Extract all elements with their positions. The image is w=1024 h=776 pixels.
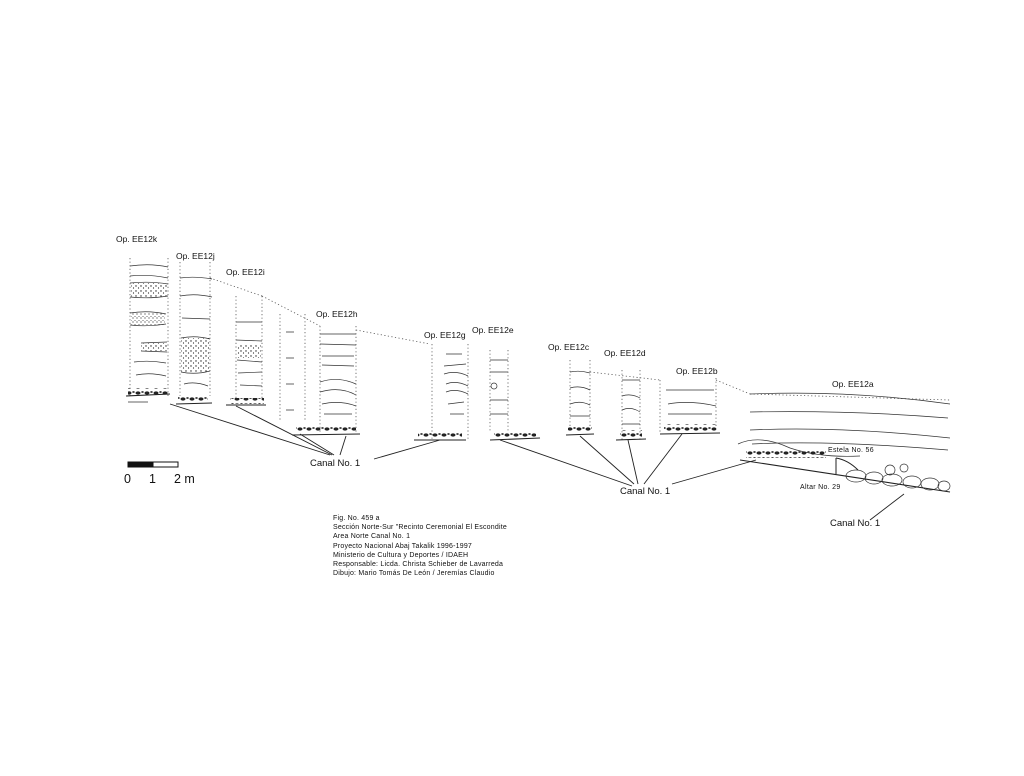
- op-label-ee12k: Op. EE12k: [116, 234, 158, 244]
- caption-drawing-credit: Dibujo: Mario Tomás De León / Jeremías C…: [333, 570, 495, 578]
- profile-ee12d: [589, 370, 661, 441]
- profile-ee12c: [565, 360, 595, 436]
- op-label-ee12h: Op. EE12h: [316, 309, 358, 319]
- estela-label: Estela No. 56: [828, 447, 874, 454]
- profile-ee12a: [715, 379, 951, 493]
- scale-tick-2: 2 m: [174, 472, 195, 486]
- scale-bar: 0 1 2 m: [124, 461, 195, 486]
- caption-ministry: Ministerio de Cultura y Deportes / IDAEH: [333, 551, 469, 559]
- altar-label: Altar No. 29: [800, 484, 841, 491]
- op-label-ee12g: Op. EE12g: [424, 330, 466, 340]
- caption-area: Area Norte Canal No. 1: [333, 533, 411, 541]
- altar-stones: [845, 463, 951, 492]
- canal-label-east: Canal No. 1: [830, 518, 880, 529]
- op-label-ee12i: Op. EE12i: [226, 267, 265, 277]
- op-label-ee12d: Op. EE12d: [604, 348, 646, 358]
- canal-leader-lines: [169, 403, 905, 521]
- op-label-ee12c: Op. EE12c: [548, 342, 590, 352]
- canal-label-west: Canal No. 1: [310, 458, 360, 469]
- caption-section-title: Sección Norte-Sur "Recinto Ceremonial El…: [333, 524, 507, 532]
- op-label-ee12a: Op. EE12a: [832, 379, 874, 389]
- profile-ee12k: [125, 258, 171, 403]
- scale-tick-0: 0: [124, 472, 131, 486]
- profile-ee12i: [209, 277, 266, 406]
- profile-ee12h: [291, 326, 361, 436]
- canal-label-central: Canal No. 1: [620, 486, 670, 497]
- profile-ee12j: [175, 262, 213, 405]
- op-label-ee12b: Op. EE12b: [676, 366, 718, 376]
- caption-responsible: Responsable: Licda. Christa Schieber de …: [333, 561, 504, 569]
- caption-figure-number: Fig. No. 459 a: [333, 515, 380, 522]
- scale-tick-1: 1: [149, 472, 156, 486]
- op-label-ee12j: Op. EE12j: [176, 251, 215, 261]
- profile-between-i-h: [261, 295, 321, 422]
- op-label-ee12e: Op. EE12e: [472, 325, 514, 335]
- caption-project: Proyecto Nacional Abaj Takalik 1996-1997: [333, 542, 473, 550]
- profile-ee12e: [489, 350, 541, 441]
- figure-caption: Fig. No. 459 a Sección Norte-Sur "Recint…: [333, 514, 507, 578]
- profile-ee12g: [355, 329, 469, 441]
- profile-ee12b: [659, 378, 721, 435]
